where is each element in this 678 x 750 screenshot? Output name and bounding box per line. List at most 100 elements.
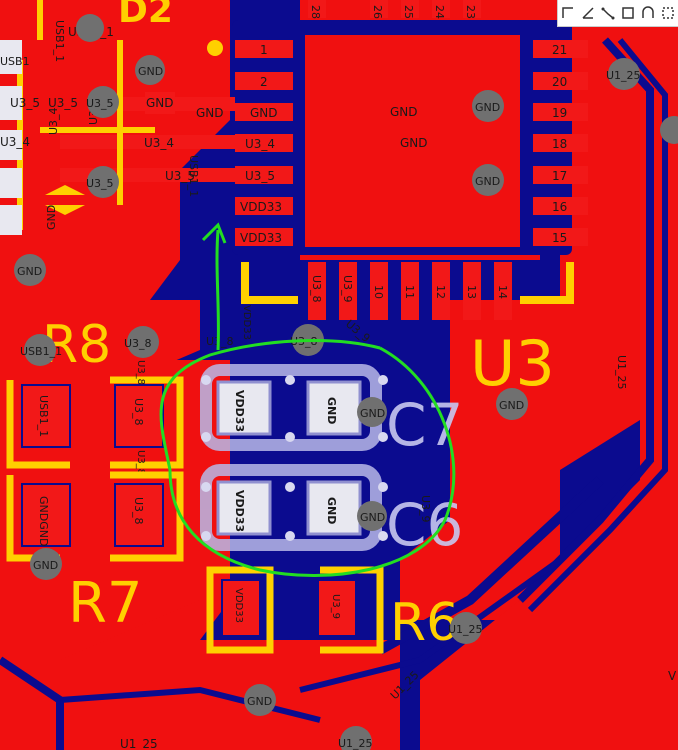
pin-top-24-label: 24 <box>433 5 446 19</box>
pin-top-26[interactable] <box>370 0 388 18</box>
via-u3-5-1[interactable]: U3_5 <box>86 86 119 118</box>
pin-left-4-label: U3_4 <box>245 137 275 151</box>
pin-left-5-label: U3_5 <box>245 169 275 183</box>
route-tool-icon[interactable] <box>600 5 616 21</box>
pin-left-7-label: VDD33 <box>240 231 282 245</box>
via-gnd-7[interactable]: GND <box>496 388 528 420</box>
svg-text:U1_25: U1_25 <box>606 69 641 82</box>
pin-right-18[interactable] <box>533 134 588 152</box>
pin-left-5[interactable] <box>235 166 293 184</box>
via-right-edge[interactable] <box>660 116 678 144</box>
pin-bottom-13-label: 13 <box>465 285 478 299</box>
annotation-circle <box>159 339 456 578</box>
chip-u3-exposed-pad[interactable] <box>305 35 520 247</box>
arc-tool-icon[interactable] <box>640 5 656 21</box>
r8-pad-left[interactable] <box>21 384 71 448</box>
pin-left-1[interactable] <box>235 40 293 58</box>
r6-pad-vdd33[interactable] <box>221 579 261 637</box>
frame-tool-icon[interactable] <box>660 5 676 21</box>
c6-pad-vdd33-label: VDD33 <box>233 490 246 532</box>
pin-bottom-14[interactable] <box>494 262 512 320</box>
copper-pour-right <box>400 0 678 620</box>
via-gnd-1[interactable]: GND <box>135 55 165 85</box>
pin-left-1-label: 1 <box>260 43 268 57</box>
via-gnd-2[interactable]: GND <box>472 90 504 122</box>
c7-pad-gnd-label: GND <box>325 397 338 424</box>
r7-pad-right-label: U3_8 <box>132 497 145 525</box>
c6-pad-vdd33[interactable] <box>216 480 272 536</box>
pin-top-26-label: 26 <box>371 5 384 19</box>
pin-left-3[interactable] <box>235 103 293 121</box>
via-gnd-9[interactable]: GND <box>244 684 276 716</box>
square-tool-icon[interactable] <box>620 5 636 21</box>
pin-right-19[interactable] <box>533 103 588 121</box>
pin-top-28[interactable] <box>308 0 326 18</box>
pin-bottom-13[interactable] <box>463 262 481 320</box>
edge-pad-3[interactable] <box>0 130 22 160</box>
svg-text:U1_25: U1_25 <box>448 623 483 636</box>
via-gnd-5[interactable]: GND <box>357 397 387 427</box>
annotation-arrow-line <box>215 229 220 351</box>
c6-pad-gnd[interactable] <box>306 480 362 536</box>
via-gnd-6[interactable]: GND <box>357 501 387 531</box>
angle-tool-icon[interactable] <box>580 5 596 21</box>
r7-pad-right[interactable] <box>114 483 164 547</box>
pin-left-2-label: 2 <box>260 75 268 89</box>
via-gnd-4[interactable]: GND <box>14 254 46 286</box>
via-gnd-8[interactable]: GND <box>30 548 62 580</box>
r8-pad-right[interactable] <box>114 384 164 448</box>
pin-bottom-u3-8[interactable] <box>308 262 326 320</box>
chip-center-label-2: GND <box>400 136 428 150</box>
c7-pad-vdd33[interactable] <box>216 380 272 436</box>
pin-top-23[interactable] <box>463 0 481 18</box>
r7-pad-left[interactable] <box>21 483 71 547</box>
pin-top-25[interactable] <box>401 0 419 18</box>
designator-u3: U3 <box>470 327 555 400</box>
pin-right-16[interactable] <box>533 197 588 215</box>
via-usb1-1[interactable]: USB1_1 <box>20 334 62 366</box>
trace-u3-9-vertical: U3_9 <box>419 495 432 523</box>
pin-bottom-12[interactable] <box>432 262 450 320</box>
via-u3-8-1[interactable]: U3_8 <box>124 326 159 358</box>
edge-pad-5[interactable] <box>0 205 22 235</box>
r6-pad-u3-9[interactable] <box>317 579 357 637</box>
pin-left-2[interactable] <box>235 72 293 90</box>
small-pad-gnd[interactable] <box>145 92 175 114</box>
pin-right-20[interactable] <box>533 72 588 90</box>
pin-top-24[interactable] <box>432 0 450 18</box>
right-vertical-u1-25: U1_25 <box>615 355 628 390</box>
annotation-arrow-head <box>201 222 227 244</box>
vertical-label-usb1-1: USB1_1 <box>187 155 200 197</box>
via-u1-25-2[interactable]: U1_25 <box>448 612 483 644</box>
pin-left-7[interactable] <box>235 228 293 246</box>
via-gnd-3[interactable]: GND <box>472 164 504 196</box>
pin-right-21[interactable] <box>533 40 588 58</box>
via-u1-25-3[interactable]: U1_25 <box>338 726 373 750</box>
pin-bottom-11[interactable] <box>401 262 419 320</box>
edge-pad-2[interactable] <box>0 86 22 120</box>
edge-pad-4[interactable] <box>0 168 22 198</box>
chip-left-pins: 1 2 GND U3_4 U3_5 VDD33 VDD33 <box>235 40 293 246</box>
pin-right-15[interactable] <box>533 228 588 246</box>
via-usb1-1-top[interactable] <box>76 14 104 42</box>
pin-bottom-11-label: 11 <box>403 285 416 299</box>
pin-right-15-label: 15 <box>552 231 567 245</box>
pin-left-6[interactable] <box>235 197 293 215</box>
r8-vertical-u3-8-a: U3_8 <box>135 360 146 385</box>
c7-pad-vdd33-label: VDD33 <box>233 390 246 432</box>
svg-text:GND: GND <box>33 559 58 572</box>
pin-bottom-10[interactable] <box>370 262 388 320</box>
trace-label-gnd: GND <box>196 106 224 120</box>
edge-pad-1[interactable] <box>0 40 22 74</box>
wire-tool-icon[interactable] <box>560 5 576 21</box>
via-u3-5-2[interactable]: U3_5 <box>86 166 119 198</box>
via-u1-25-1[interactable]: U1_25 <box>606 58 641 90</box>
pin-right-17[interactable] <box>533 166 588 184</box>
pin-left-4[interactable] <box>235 134 293 152</box>
pin-top-25-label: 25 <box>402 5 415 19</box>
chip-right-pins: 21 20 19 18 17 16 15 <box>533 40 588 246</box>
right-edge-label-v: V <box>668 669 677 683</box>
pin-bottom-u3-9[interactable] <box>339 262 357 320</box>
